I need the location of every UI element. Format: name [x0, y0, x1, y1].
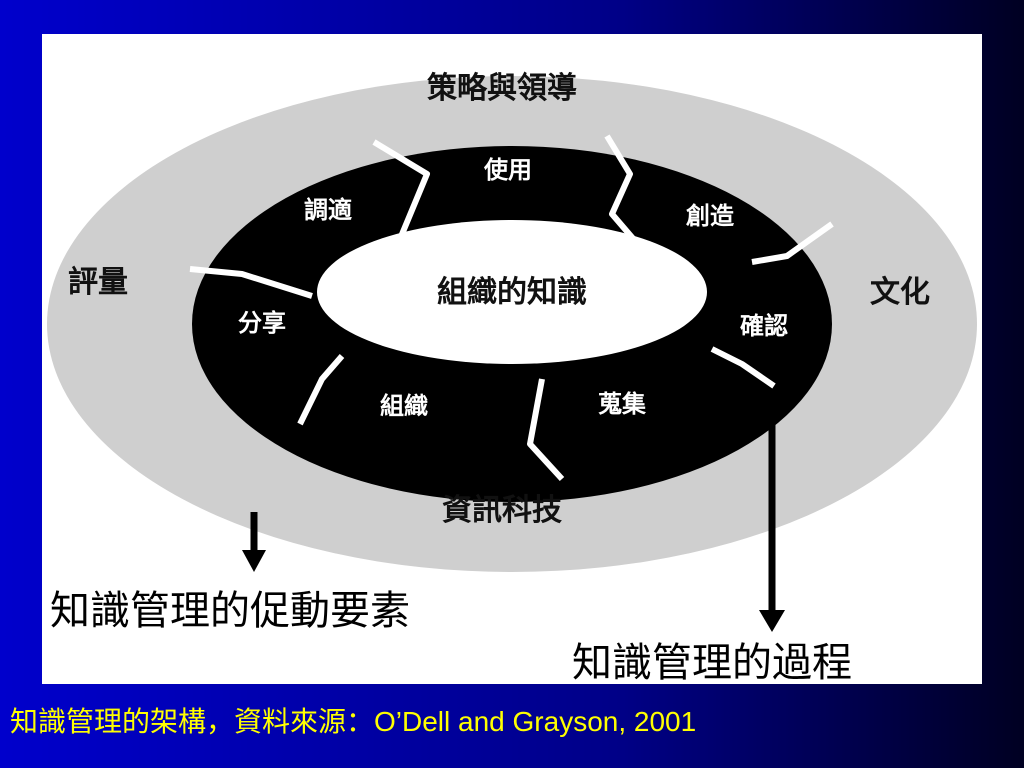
segment-label-create: 創造: [686, 202, 734, 230]
ring-label-measurement: 評量: [68, 265, 128, 300]
segment-label-use: 使用: [483, 156, 532, 184]
process-label: 知識管理的過程: [572, 640, 852, 684]
diagram-panel: 策略與領導 評量 文化 資訊科技 使用 創造 確認 蒐集 組織 分享 調適 組織…: [42, 34, 982, 684]
km-framework-diagram: 策略與領導 評量 文化 資訊科技 使用 創造 確認 蒐集 組織 分享 調適 組織…: [47, 71, 977, 684]
source-caption: 知識管理的架構，資料來源：O’Dell and Grayson, 2001: [10, 700, 696, 740]
ring-label-strategy: 策略與領導: [427, 71, 577, 106]
segment-label-adapt: 調適: [304, 196, 352, 224]
ring-label-culture: 文化: [870, 275, 930, 310]
segment-label-share: 分享: [238, 309, 286, 337]
segment-label-identify: 確認: [740, 312, 788, 340]
core-ellipse: [317, 220, 707, 364]
drivers-label: 知識管理的促動要素: [50, 588, 410, 634]
segment-label-organize: 組織: [380, 392, 428, 420]
drivers-arrow: [242, 512, 266, 572]
segment-label-collect: 蒐集: [598, 390, 647, 418]
caption-source: O’Dell and Grayson, 2001: [374, 706, 697, 737]
caption-title: 知識管理的架構，資料來源：: [10, 705, 375, 738]
process-arrow: [759, 390, 785, 632]
core-label: 組織的知識: [437, 275, 587, 310]
ring-label-it: 資訊科技: [442, 493, 562, 528]
